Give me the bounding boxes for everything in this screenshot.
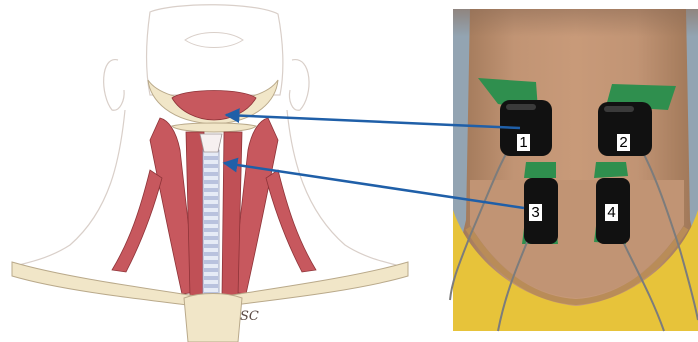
right-strap-muscle	[222, 132, 242, 296]
trachea-ring	[204, 228, 218, 232]
neck-sensor-photo	[450, 9, 698, 331]
artist-signature: SC	[240, 309, 259, 324]
trachea-ring	[204, 188, 218, 192]
trachea-ring	[204, 260, 218, 264]
trachea-ring	[204, 212, 218, 216]
trachea-ring	[204, 196, 218, 200]
trachea-ring	[204, 236, 218, 240]
sensor-label-4: 4	[605, 204, 618, 221]
right-clavicle	[226, 262, 408, 306]
trachea-ring	[204, 164, 218, 168]
hyoid-bone	[172, 123, 256, 132]
head-outline	[147, 5, 283, 95]
trachea-ring	[204, 156, 218, 160]
trachea-ring	[204, 252, 218, 256]
pad-mid-right	[594, 162, 628, 178]
right-scalene	[266, 170, 316, 272]
neck-outline-left	[15, 110, 125, 266]
sensor-label-2: 2	[617, 134, 630, 151]
sensor-highlight-2	[604, 106, 634, 112]
trachea-ring	[204, 204, 218, 208]
trachea-ring	[204, 220, 218, 224]
trachea-ring	[204, 244, 218, 248]
sensor-highlight-1	[506, 104, 536, 110]
trachea-ring	[204, 284, 218, 288]
left-scalene	[112, 170, 162, 272]
lips-outline	[185, 33, 243, 48]
trachea-ring	[204, 268, 218, 272]
pad-mid-left	[524, 162, 556, 178]
neck-anatomy-illustration: SC	[12, 5, 408, 342]
left-ear	[104, 60, 124, 111]
trachea-ring	[204, 172, 218, 176]
trachea-ring	[204, 180, 218, 184]
trachea-ring	[204, 276, 218, 280]
thyroid-cartilage	[200, 134, 222, 152]
left-clavicle	[12, 262, 196, 306]
right-ear	[289, 60, 309, 111]
sensor-label-3: 3	[529, 204, 542, 221]
sensor-label-1: 1	[517, 134, 530, 151]
manubrium	[184, 294, 242, 342]
